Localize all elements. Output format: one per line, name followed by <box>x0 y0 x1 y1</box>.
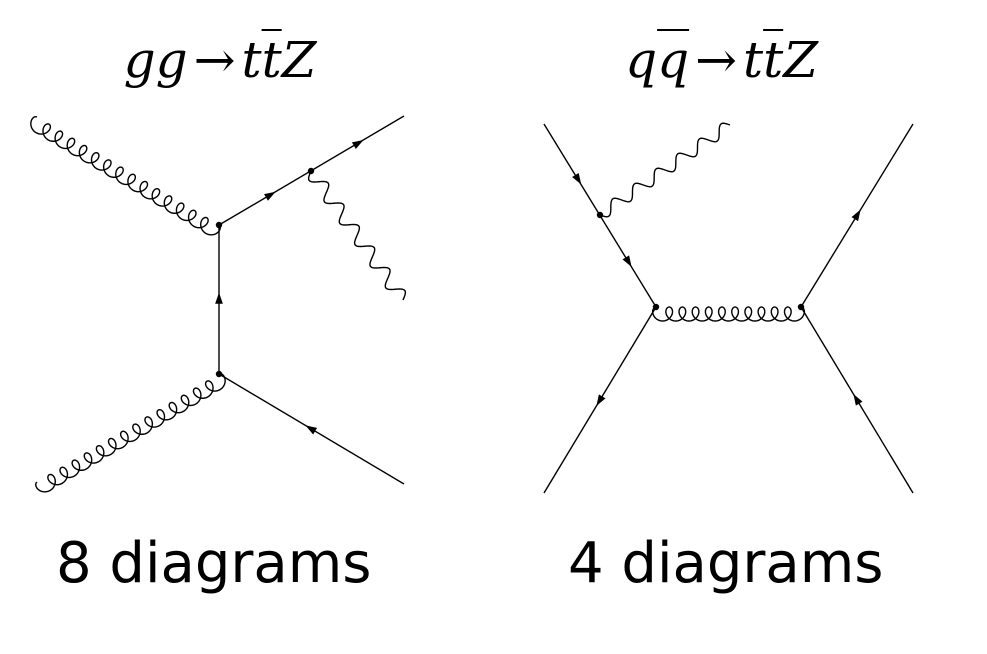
process-title: gg→ttZ <box>0 28 465 92</box>
initial-antiquark: q <box>657 31 690 89</box>
fermion-arrow <box>305 425 318 435</box>
process-arrow: → <box>193 31 236 89</box>
final-antitop: t <box>261 31 282 89</box>
process-title: qq→ttZ <box>473 28 970 92</box>
feynman-diagram-gg <box>30 115 407 493</box>
fermion-arrow <box>215 292 223 304</box>
final-z-boson: Z <box>783 31 818 89</box>
final-z-boson: Z <box>281 31 317 89</box>
feynman-diagram-qq <box>543 122 914 494</box>
fermion-arrow <box>596 394 606 406</box>
fermion-arrow <box>572 173 582 185</box>
diagram-count: 8 diagrams <box>56 531 372 596</box>
vertex <box>652 303 660 311</box>
initial-state: gg <box>123 31 188 89</box>
process-arrow: → <box>695 31 737 89</box>
gluon-propagator <box>651 306 806 322</box>
diagram-panel-gg: gg→ttZ 8 diagrams <box>0 0 490 654</box>
z-boson-line <box>307 170 407 301</box>
vertex <box>215 221 223 229</box>
diagram-count: 4 diagrams <box>568 531 884 596</box>
incoming-gluon-top <box>30 115 221 236</box>
vertex <box>797 303 805 311</box>
fermion-arrow <box>351 139 364 149</box>
z-boson-line <box>599 122 731 218</box>
incoming-gluon-bottom <box>35 372 226 493</box>
diagram-panel-qq: qq→ttZ 4 diagrams <box>490 0 987 654</box>
final-top: t <box>241 31 262 89</box>
fermion-arrow <box>853 394 863 406</box>
fermion-arrow <box>851 209 861 222</box>
vertex <box>596 211 604 219</box>
vertex <box>307 167 315 175</box>
final-antitop: t <box>763 31 784 89</box>
fermion-arrow <box>622 255 632 267</box>
final-top: t <box>743 31 764 89</box>
fermion-arrow <box>264 191 276 201</box>
vertex <box>215 370 223 378</box>
initial-quark: q <box>625 31 658 89</box>
